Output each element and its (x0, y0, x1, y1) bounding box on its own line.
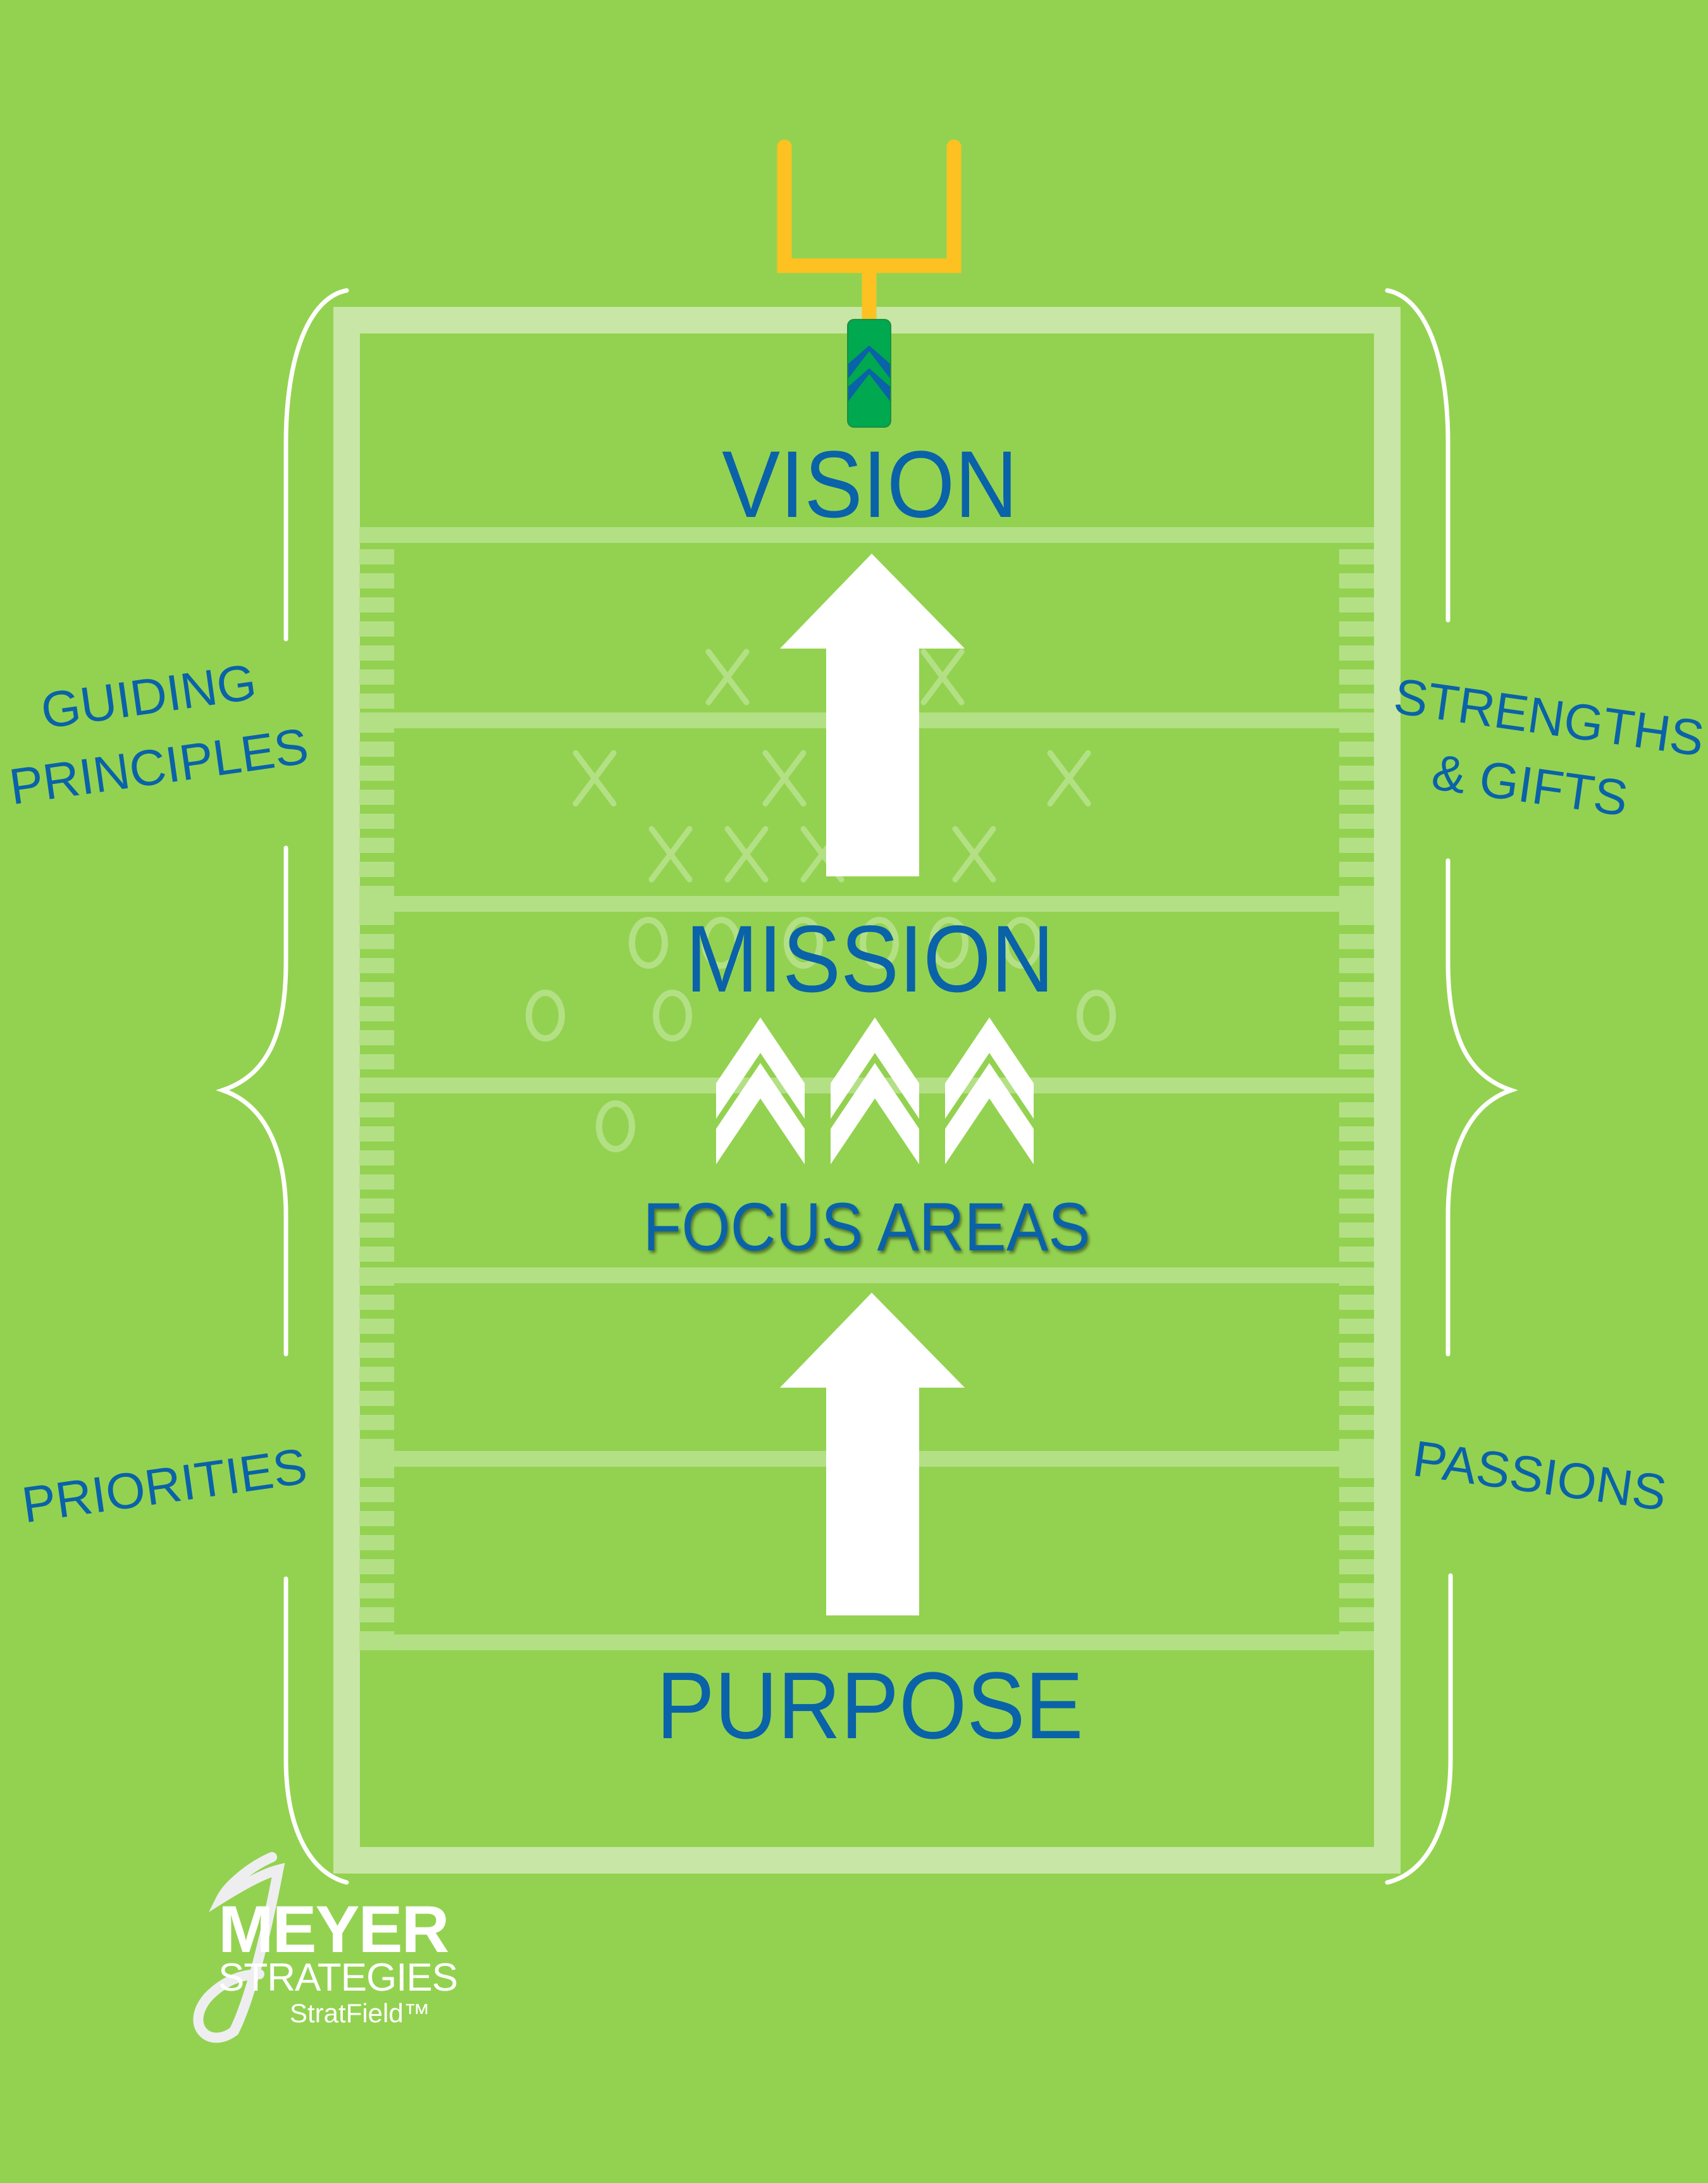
play-o-icon (526, 917, 1116, 1152)
bracket-icon (1445, 858, 1518, 1357)
hash-marks-right (1339, 549, 1374, 1646)
label-mission: MISSION (685, 905, 1055, 1012)
logo-strategies: STRATEGIES (218, 1956, 458, 2000)
bracket-icon (1385, 1573, 1453, 1885)
label-focus-areas: FOCUS AREAS (643, 1188, 1091, 1265)
goal-post-icon (777, 139, 962, 332)
up-arrow-icon (780, 1293, 965, 1615)
bracket-icon (216, 845, 288, 1357)
label-vision: VISION (722, 431, 1018, 537)
chevron-icon (716, 1017, 1034, 1164)
bracket-icon (283, 288, 349, 642)
bracket-icon (1385, 288, 1451, 623)
logo-meyer: MEYER (218, 1893, 449, 1967)
label-purpose: PURPOSE (656, 1652, 1084, 1758)
logo-stratfield: StratField™ (290, 1998, 430, 2028)
logo: MEYER (218, 1892, 449, 1968)
hash-marks-left (359, 549, 394, 1646)
logo-script-j-icon (193, 1852, 285, 2043)
bracket-icon (283, 1576, 349, 1885)
first-down-marker-icon (847, 319, 891, 428)
up-arrow-icon (780, 554, 965, 876)
